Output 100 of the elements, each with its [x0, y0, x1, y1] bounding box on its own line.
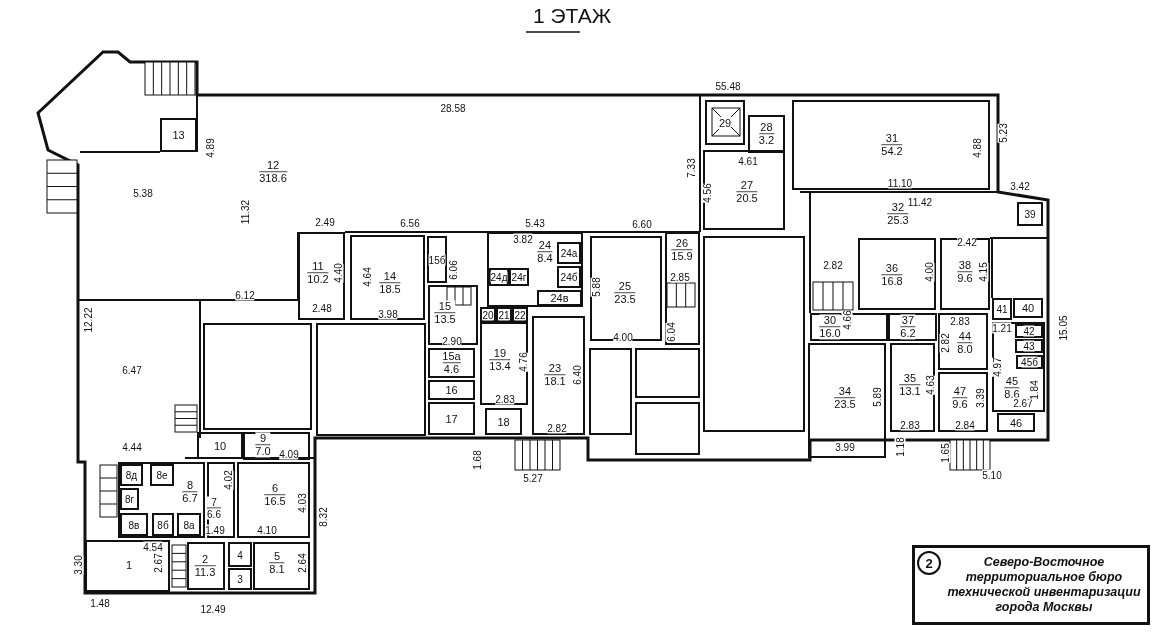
room: [120, 464, 143, 486]
room: [487, 232, 583, 307]
room: [120, 488, 139, 510]
dimension-label: 2.82: [823, 259, 843, 271]
room-area: 13.1: [899, 385, 921, 398]
room-number: 5: [269, 550, 285, 564]
dimension-label: 4.56: [701, 183, 713, 203]
room-number: 45б: [1021, 356, 1038, 368]
room-area: 8.6: [1004, 388, 1020, 401]
room-area: 6.7: [182, 492, 198, 505]
dimension-label: 4.03: [296, 493, 308, 513]
room-number: 8а: [183, 519, 195, 530]
room-number: 17: [445, 412, 458, 425]
room: [888, 313, 937, 341]
room-number: 24д: [490, 271, 508, 283]
dimension-label: 6.47: [122, 364, 142, 376]
room-number: 24г: [511, 271, 527, 283]
room-area: 7.0: [255, 445, 271, 458]
room: [150, 464, 174, 486]
dimension-label: 2.48: [312, 302, 332, 314]
room-number: 35: [899, 372, 921, 386]
room-area: 318.6: [259, 172, 287, 185]
room-number: 9: [255, 432, 271, 446]
room-number: 47: [952, 385, 968, 399]
room-number: 38: [957, 259, 973, 273]
dimension-label: 6.04: [665, 322, 677, 342]
room-number: 15б: [428, 254, 446, 265]
dimension-label: 6.06: [447, 260, 459, 280]
dimension-label: 5.10: [982, 469, 1002, 481]
dimension-label: 2.82: [547, 422, 567, 434]
dimension-label: 4.54: [143, 541, 163, 553]
room-area: 8.4: [537, 252, 553, 265]
room-number: 39: [1024, 208, 1036, 220]
room: [428, 380, 475, 400]
dimension-label: 2.64: [296, 553, 308, 573]
room-number: 25: [614, 280, 636, 294]
dimension-label: 6.60: [632, 218, 652, 230]
room: [160, 118, 197, 152]
room-area: 6.2: [900, 327, 916, 340]
dimension-label: 4.76: [517, 352, 529, 372]
room: [118, 462, 205, 538]
room-number: 24: [537, 239, 553, 253]
room: [120, 513, 148, 536]
room-number: 14: [379, 270, 401, 284]
room: [228, 568, 252, 590]
dimension-label: 4.00: [613, 331, 633, 343]
room: [428, 348, 475, 378]
dimension-label: 4.40: [332, 263, 344, 283]
dimension-label: 4.02: [222, 470, 234, 490]
room-number: 31: [881, 132, 903, 146]
dimension-label: 4.97: [991, 357, 1003, 377]
dimension-label: 8.32: [317, 507, 329, 527]
dimension-label: 3.98: [378, 308, 398, 320]
dimension-label: 6.12: [235, 289, 255, 301]
dimension-label: 12.22: [82, 307, 94, 333]
room-area: 18.5: [379, 283, 401, 296]
dimension-label: 5.38: [133, 187, 153, 199]
room-number: 24в: [550, 291, 569, 305]
dimension-label: 4.10: [257, 524, 277, 536]
dimension-label: 15.05: [1057, 315, 1069, 341]
room: [485, 408, 522, 435]
room: [1013, 298, 1043, 318]
dimension-label: 4.88: [971, 138, 983, 158]
dimension-label: 1.84: [1028, 380, 1040, 400]
room-number: 8в: [128, 519, 140, 530]
room-number: 46: [1009, 416, 1023, 429]
room-area: 16.5: [264, 495, 286, 508]
dimension-label: 1.18: [894, 437, 906, 457]
room-number: 18: [497, 415, 510, 428]
dimension-label: 55.48: [715, 80, 741, 92]
room-number: 41: [996, 303, 1008, 315]
unnumbered-room: [703, 236, 805, 432]
room-number: 40: [1021, 301, 1035, 315]
room-number: 15: [434, 300, 456, 314]
dimension-label: 2.49: [315, 216, 335, 228]
dimension-label: 7.33: [685, 158, 697, 178]
dimension-label: 4.00: [923, 262, 935, 282]
room-area: 23.5: [614, 293, 636, 306]
room-number: 3: [237, 573, 243, 585]
room-area: 8.0: [957, 343, 973, 356]
room-number: 28: [758, 121, 775, 135]
unnumbered-room: [635, 402, 700, 455]
dimension-label: 11.32: [239, 199, 251, 225]
dimension-label: 1.65: [939, 443, 951, 463]
circled-number: 2: [917, 551, 941, 575]
dimension-label: 2.82: [939, 333, 951, 353]
room-number: 19: [489, 347, 511, 361]
dimension-label: 28.58: [440, 102, 466, 114]
stamp-box: [912, 545, 1150, 625]
room-number: 11: [307, 260, 329, 274]
dimension-label: 2.83: [495, 393, 515, 405]
dimension-label: 1.49: [205, 524, 225, 536]
dimension-label: 4.63: [924, 375, 936, 395]
room: [997, 413, 1035, 432]
room-number: 8д: [125, 469, 138, 481]
room-number: 12: [259, 159, 287, 173]
dimension-label: 4.15: [977, 262, 989, 282]
room-number: 24а: [560, 247, 578, 259]
room: [177, 513, 201, 536]
room-number: 2: [194, 553, 216, 567]
